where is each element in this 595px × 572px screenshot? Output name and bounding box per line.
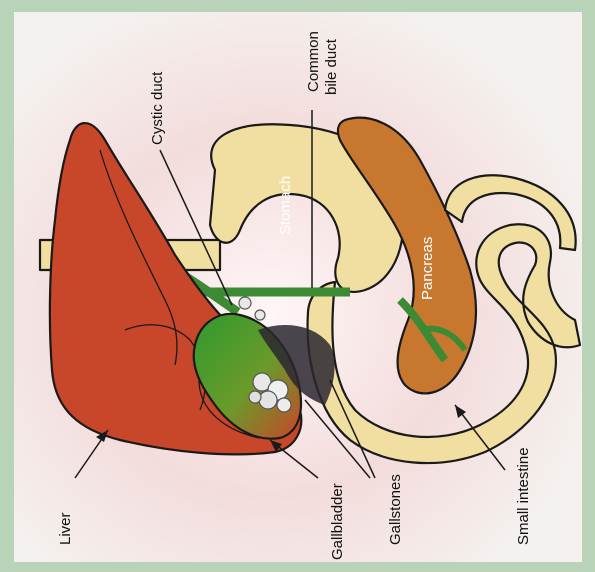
label-gallbladder: Gallbladder [329,483,346,560]
label-pancreas: Pancreas [419,237,436,300]
label-small-intestine: Small intestine [515,447,532,545]
label-common-bile-duct-1: Common [305,31,322,92]
label-common-bile-duct-2: bile duct [323,38,340,95]
label-cystic-duct: Cystic duct [149,71,166,145]
label-gallstones: Gallstones [387,474,404,545]
label-stomach: Stomach [277,176,294,235]
label-liver: Liver [57,512,74,545]
